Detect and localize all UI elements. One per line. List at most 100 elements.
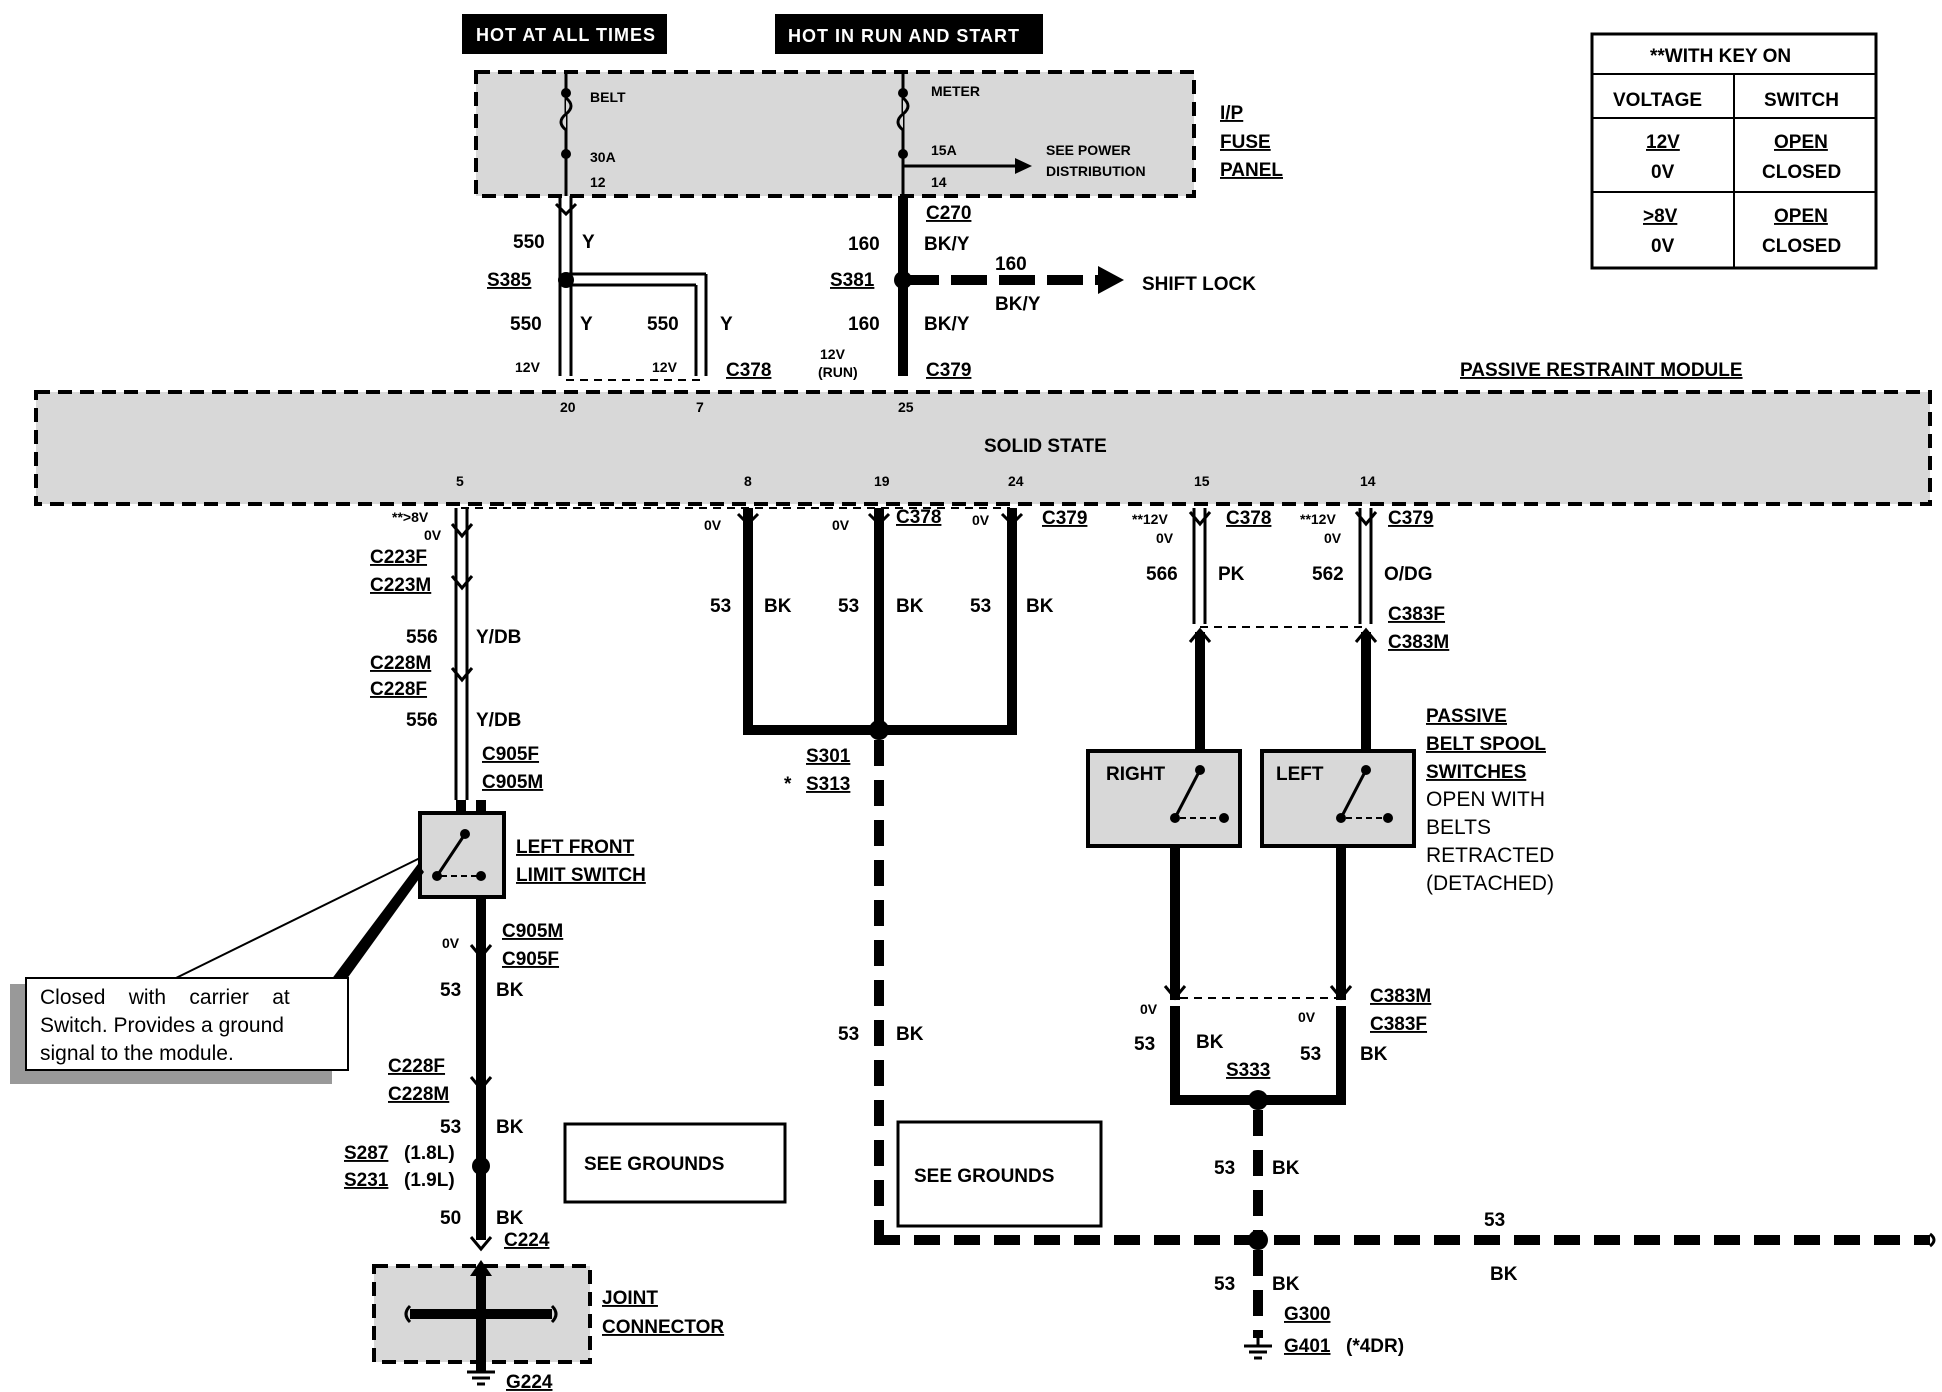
connector-c905f-upper: C905F	[482, 744, 539, 765]
key-table-r1-s2: CLOSED	[1762, 162, 1841, 183]
key-table-r2-v2: 0V	[1651, 236, 1675, 257]
right-voltage-0v-lower-left: 0V	[1140, 1001, 1158, 1017]
left-voltage-0v-switch: 0V	[442, 935, 460, 951]
voltage-run-note: (RUN)	[818, 364, 858, 380]
left-limit-switch-label-2: LIMIT SWITCH	[516, 865, 646, 886]
wire-53-pin19: 53	[838, 596, 859, 617]
middle-circuit: 0V 0V C378 0V C379 53 BK 53 BK 53 BK S30…	[704, 507, 1936, 1248]
left-limit-switch-label-1: LEFT FRONT	[516, 837, 635, 858]
joint-connector-label-1: JOINT	[602, 1288, 658, 1309]
fuse-meter-pin: 14	[931, 174, 947, 190]
fuse-belt-label: BELT	[590, 89, 626, 105]
wire-bky-shift: BK/Y	[995, 294, 1041, 315]
spool-label-2: BELT SPOOL	[1426, 734, 1546, 755]
limit-switch-callout: Closed with carrier at Switch. Provides …	[10, 857, 424, 1084]
right-voltage-12v-pin14: **12V	[1300, 511, 1336, 527]
module-pin-19: 19	[874, 473, 890, 489]
middle-voltage-pin8: 0V	[704, 517, 722, 533]
splice-s287: S287	[344, 1143, 388, 1164]
connector-c270: C270	[926, 203, 971, 224]
right-voltage-0v-pin14: 0V	[1324, 530, 1342, 546]
key-table-r1-v1: 12V	[1646, 132, 1680, 153]
fuse-belt-pin: 12	[590, 174, 606, 190]
splice-s231: S231	[344, 1170, 389, 1191]
fuse-see-power-1: SEE POWER	[1046, 142, 1131, 158]
header-hot-at-all-times-text: HOT AT ALL TIMES	[476, 25, 656, 45]
wire-53-left-lower: 53	[440, 1117, 461, 1138]
spool-switch-left-label: LEFT	[1276, 764, 1324, 785]
wire-556-upper: 556	[406, 627, 438, 648]
spool-label-3: SWITCHES	[1426, 762, 1526, 783]
key-table-r2-s1: OPEN	[1774, 206, 1828, 227]
left-circuit: **>8V 0V C223F C223M 556 Y/DB C228M C228…	[10, 507, 1010, 1392]
spool-label-7: (DETACHED)	[1426, 872, 1554, 895]
middle-voltage-pin19: 0V	[832, 517, 850, 533]
wire-550-left: 550	[510, 314, 542, 335]
wire-bky-bottom: BK/Y	[924, 314, 970, 335]
key-table-voltage-header: VOLTAGE	[1613, 90, 1702, 111]
ip-fuse-panel: BELT 30A 12 METER 15A 14 SEE POWER DISTR…	[474, 70, 1283, 198]
voltage-12v-pin20: 12V	[515, 359, 541, 375]
wire-50: 50	[440, 1208, 461, 1229]
fuse-belt-amp: 30A	[590, 149, 616, 165]
fuse-meter-amp: 15A	[931, 142, 957, 158]
see-grounds-middle-text: SEE GROUNDS	[914, 1166, 1054, 1187]
module-pin-20: 20	[560, 399, 576, 415]
left-voltage-8v: **>8V	[392, 509, 429, 525]
wire-53-pin8: 53	[710, 596, 731, 617]
splice-s287-note: (1.8L)	[404, 1143, 455, 1164]
connector-c383f-upper: C383F	[1388, 604, 1445, 625]
fuse-panel-label-3: PANEL	[1220, 160, 1283, 181]
fuse-panel-label-2: FUSE	[1220, 132, 1271, 153]
spool-label-4: OPEN WITH	[1426, 788, 1545, 811]
wire-550-top: 550	[513, 232, 545, 253]
splice-s313: S313	[806, 774, 850, 795]
splice-s301: S301	[806, 746, 851, 767]
module-pin-14: 14	[1360, 473, 1376, 489]
joint-connector	[372, 1260, 592, 1372]
header-hot-at-all-times: HOT AT ALL TIMES	[462, 14, 667, 54]
connector-c383f-lower: C383F	[1370, 1014, 1427, 1035]
left-voltage-0v: 0V	[424, 527, 442, 543]
key-table-r2-s2: CLOSED	[1762, 236, 1841, 257]
see-grounds-left: SEE GROUNDS	[563, 1122, 787, 1204]
module-title: PASSIVE RESTRAINT MODULE	[1460, 360, 1743, 381]
wire-53-right-switch: 53	[1134, 1034, 1155, 1055]
connector-c228f-lower: C228F	[388, 1056, 445, 1077]
wire-566: 566	[1146, 564, 1178, 585]
connector-c228m-lower: C228M	[388, 1084, 449, 1105]
wire-bk-right-switch: BK	[1196, 1032, 1224, 1053]
splice-s381: S381	[830, 270, 875, 291]
connector-c905m-upper: C905M	[482, 772, 543, 793]
shift-lock-label: SHIFT LOCK	[1142, 274, 1256, 295]
see-grounds-left-text: SEE GROUNDS	[584, 1154, 724, 1175]
header-hot-in-run-start: HOT IN RUN AND START	[775, 14, 1043, 54]
callout-line-2: Switch. Provides a ground	[40, 1014, 284, 1037]
key-table-r2-v1: >8V	[1643, 206, 1678, 227]
wire-bk-s333: BK	[1272, 1158, 1300, 1179]
wire-53-g300: 53	[1214, 1274, 1235, 1295]
connector-c228m-upper: C228M	[370, 653, 431, 674]
ground-g224-symbol	[467, 1370, 495, 1386]
connector-c383m-upper: C383M	[1388, 632, 1449, 653]
fuse-panel-label-1: I/P	[1220, 103, 1244, 124]
header-hot-in-run-start-text: HOT IN RUN AND START	[788, 26, 1020, 46]
wire-bk-g300: BK	[1272, 1274, 1300, 1295]
wire-pk: PK	[1218, 564, 1245, 585]
wire-y-right: Y	[720, 314, 733, 335]
right-voltage-12v-pin15: **12V	[1132, 511, 1168, 527]
connector-c224: C224	[504, 1230, 550, 1251]
wire-53-pin24: 53	[970, 596, 991, 617]
wire-160-shift: 160	[995, 254, 1027, 275]
callout-line-1: Closed with carrier at	[40, 986, 290, 1009]
wire-bk-left-switch: BK	[1360, 1044, 1388, 1065]
connector-c223f: C223F	[370, 547, 427, 568]
spool-label-6: RETRACTED	[1426, 844, 1554, 867]
wire-53-middle-dashed: 53	[838, 1024, 859, 1045]
wire-160-top: 160	[848, 234, 880, 255]
key-table-r1-v2: 0V	[1651, 162, 1675, 183]
wire-53-ground-bus: 53	[1484, 1210, 1505, 1231]
wire-bk-left-lower: BK	[496, 1117, 524, 1138]
connector-c905f-lower: C905F	[502, 949, 559, 970]
module-pin-5: 5	[456, 473, 464, 489]
